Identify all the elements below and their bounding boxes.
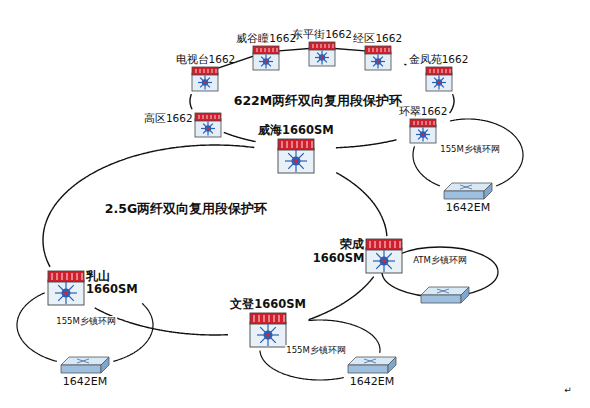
node-label: 东平街1662 xyxy=(292,28,352,40)
sdh-node-icon xyxy=(252,45,280,71)
node-label: 威海1660SM xyxy=(258,124,334,137)
network-element: 经区1662 xyxy=(353,32,402,71)
node-label: 威谷瞳1662 xyxy=(236,32,296,44)
switch-icon xyxy=(59,355,111,375)
network-element: 1642EM xyxy=(346,355,398,389)
network-element: 威谷瞳1662 xyxy=(236,32,296,71)
ring-link xyxy=(113,303,153,361)
ring-link xyxy=(336,140,397,148)
ring-link xyxy=(404,63,406,65)
sdh-node-icon xyxy=(425,66,453,92)
node-label: 乳山1660SM xyxy=(86,270,140,296)
ring-link xyxy=(413,146,440,186)
sdh-node-icon xyxy=(365,238,403,274)
ring-label: ↵ xyxy=(564,385,572,395)
sdh-node-icon xyxy=(277,138,315,174)
network-element: 金凤苑1662 xyxy=(409,53,469,92)
node-label: 1642EM xyxy=(350,376,394,389)
ring-label: 155M乡镇环网 xyxy=(55,316,117,328)
ring-link xyxy=(190,94,192,109)
node-label: 1642EM xyxy=(446,202,490,215)
network-element: 电视台1662 xyxy=(176,53,236,92)
sdh-node-icon xyxy=(249,312,287,348)
sdh-node-icon xyxy=(364,45,392,71)
node-label: 荣成1660SM xyxy=(310,238,364,264)
ring-label: ATM乡镇环网 xyxy=(412,255,468,267)
node-label: 高区1662 xyxy=(144,112,193,124)
node-label: 电视台1662 xyxy=(176,53,236,65)
network-element: 1642EM xyxy=(442,181,494,215)
network-element: 威海1660SM xyxy=(258,124,334,174)
node-label: 环翠1662 xyxy=(399,105,448,117)
sdh-node-icon xyxy=(191,66,219,92)
node-label: 文登1660SM xyxy=(230,298,306,311)
ring-link xyxy=(336,173,387,237)
node-label: 经区1662 xyxy=(353,32,402,44)
switch-icon xyxy=(442,181,494,201)
ring-title: 2.5G两纤双向复用段保护环 xyxy=(105,201,267,218)
network-element: 环翠1662 xyxy=(399,105,448,144)
ring-link xyxy=(224,132,256,141)
ring-label: 155M乡镇环网 xyxy=(439,144,501,156)
ring-link xyxy=(450,94,454,113)
network-element: 荣成1660SM xyxy=(310,238,403,274)
network-element: 乳山1660SM xyxy=(47,270,140,306)
ring-title: 622M两纤双向复用段保护环 xyxy=(234,93,403,110)
node-label: 1642EM xyxy=(63,376,107,389)
sdh-node-icon xyxy=(308,41,336,67)
sdh-node-icon xyxy=(47,270,85,306)
network-element: 高区1662 xyxy=(144,112,222,138)
ring-label: 155M乡镇环网 xyxy=(285,345,347,357)
switch-icon xyxy=(346,355,398,375)
node-label: 金凤苑1662 xyxy=(409,53,469,65)
network-element: 东平街1662 xyxy=(292,28,352,67)
sdh-node-icon xyxy=(194,112,222,138)
network-element: 1642EM xyxy=(59,355,111,389)
network-element: 文登1660SM xyxy=(230,298,306,348)
ring-link xyxy=(309,277,374,320)
atm-switch-icon xyxy=(421,287,469,303)
sdh-node-icon xyxy=(409,118,437,144)
